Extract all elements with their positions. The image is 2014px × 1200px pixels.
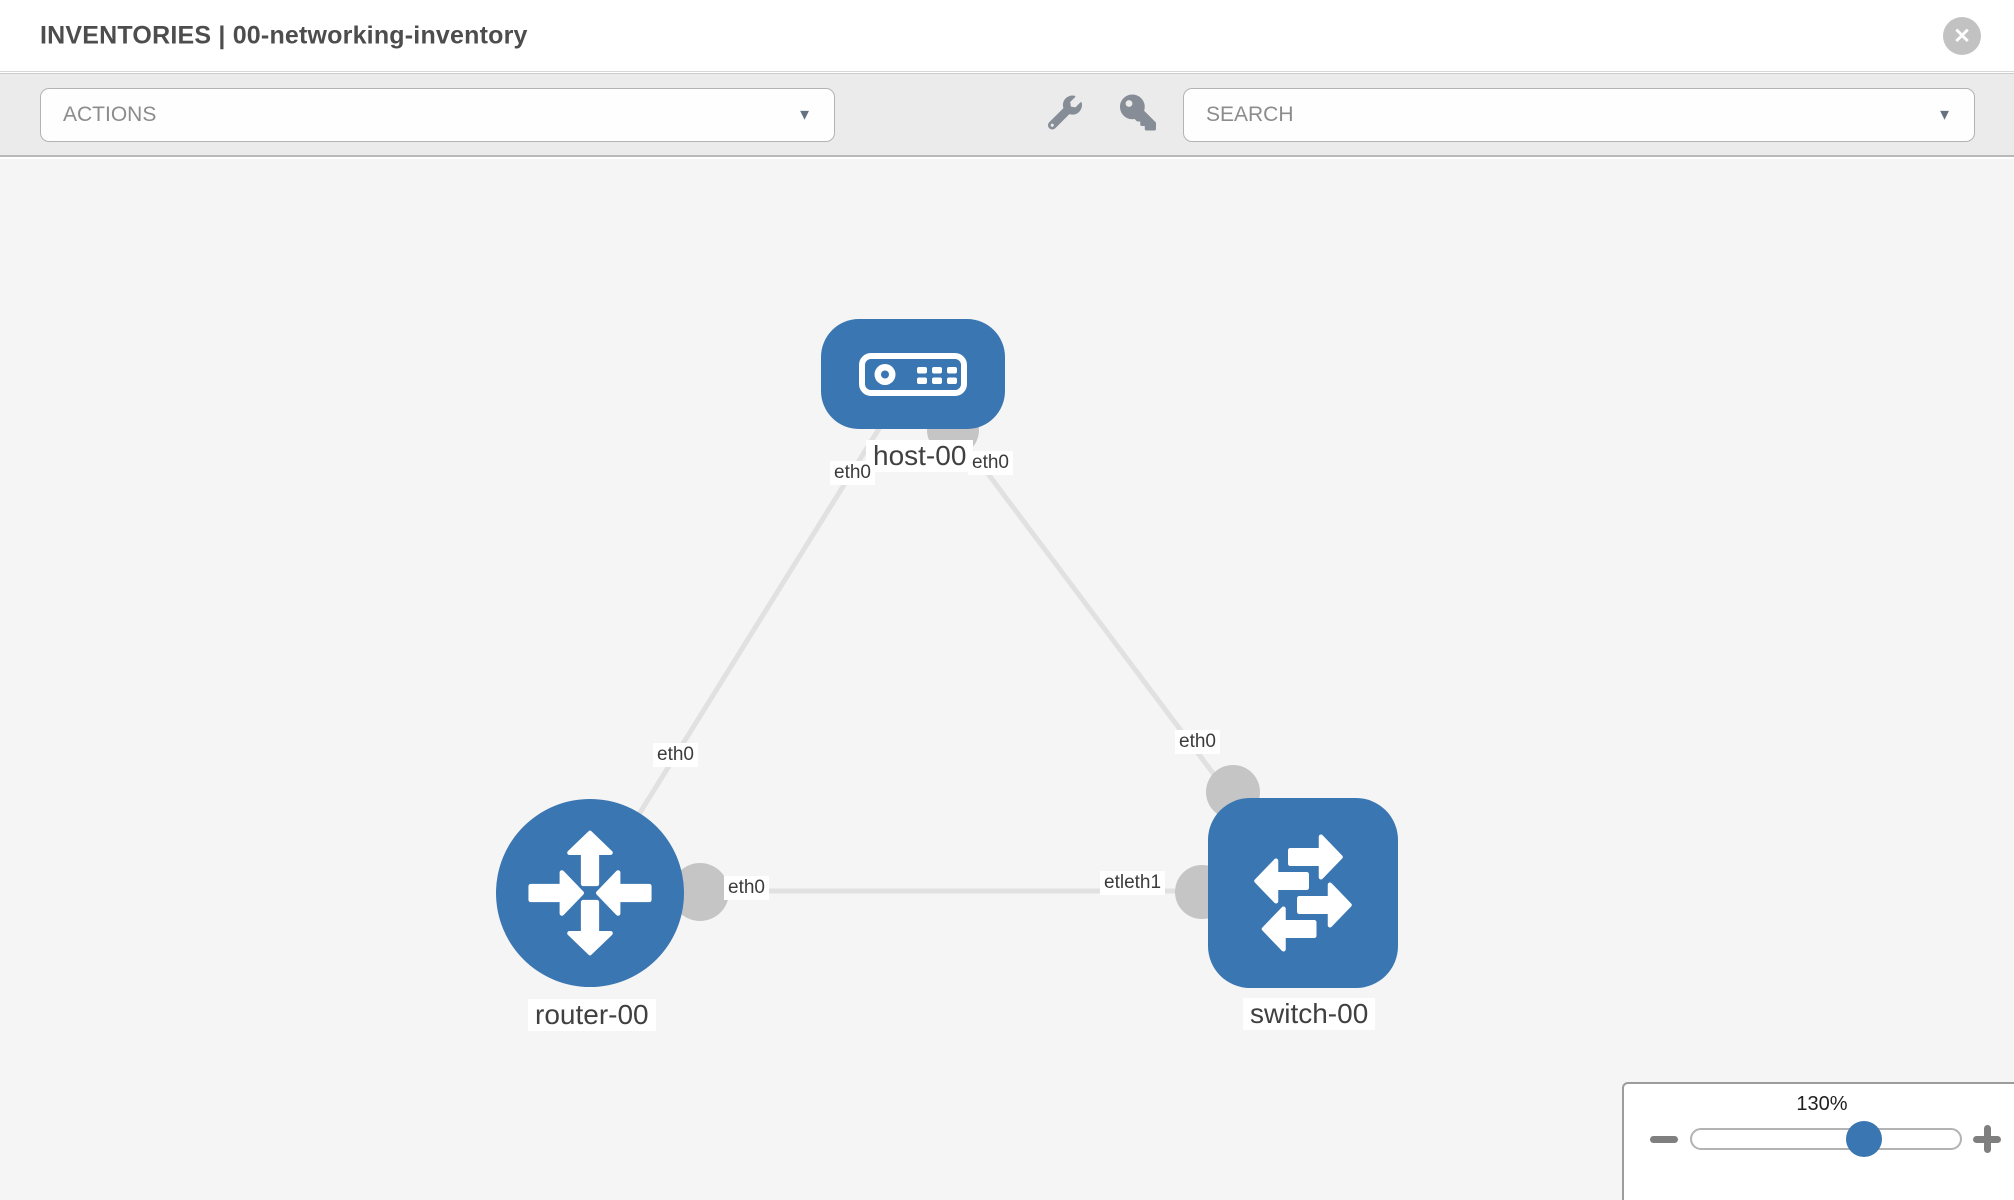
zoom-slider[interactable] [1690, 1128, 1962, 1150]
interface-label: eth0 [830, 461, 875, 485]
search-dropdown[interactable]: SEARCH ▼ [1183, 88, 1975, 142]
link-lines [587, 372, 1305, 895]
chevron-down-icon: ▼ [797, 106, 812, 124]
key-icon[interactable] [1120, 94, 1156, 135]
link-host-router[interactable] [587, 372, 916, 895]
zoom-control-panel: 130% [1622, 1082, 2014, 1200]
title-bar: INVENTORIES | 00-networking-inventory ✕ [0, 0, 2014, 72]
page-title: INVENTORIES | 00-networking-inventory [40, 21, 528, 49]
node-label-host-00: host-00 [866, 440, 974, 473]
zoom-level: 130% [1796, 1093, 1848, 1115]
zoom-in-icon[interactable] [1973, 1125, 2001, 1153]
router-icon [514, 817, 666, 969]
host-icon [859, 353, 967, 396]
actions-dropdown-label: ACTIONS [63, 103, 157, 126]
node-label-switch-00: switch-00 [1243, 998, 1376, 1031]
node-label-router-00: router-00 [528, 999, 656, 1032]
zoom-slider-thumb[interactable] [1846, 1121, 1882, 1157]
actions-dropdown[interactable]: ACTIONS ▼ [40, 88, 835, 142]
interface-label: eth0 [724, 876, 769, 900]
close-icon: ✕ [1953, 24, 1971, 48]
interface-label: etleth1 [1100, 871, 1166, 895]
interface-label: eth0 [653, 743, 698, 767]
wrench-icon[interactable] [1047, 95, 1082, 134]
network-canvas[interactable]: host-00 router-00 switch-00 eth0 eth0 et… [0, 159, 2014, 1200]
node-host-00[interactable] [821, 319, 1005, 429]
node-switch-00[interactable] [1208, 798, 1398, 988]
close-button[interactable]: ✕ [1943, 17, 1981, 55]
search-placeholder: SEARCH [1206, 103, 1294, 126]
toolbar: ACTIONS ▼ SEARCH ▼ [0, 73, 2014, 157]
node-router-00[interactable] [496, 799, 684, 987]
interface-label: eth0 [968, 451, 1013, 475]
zoom-out-icon[interactable] [1650, 1136, 1678, 1143]
chevron-down-icon: ▼ [1937, 106, 1952, 124]
switch-icon [1228, 818, 1378, 968]
interface-label: eth0 [1175, 730, 1220, 754]
